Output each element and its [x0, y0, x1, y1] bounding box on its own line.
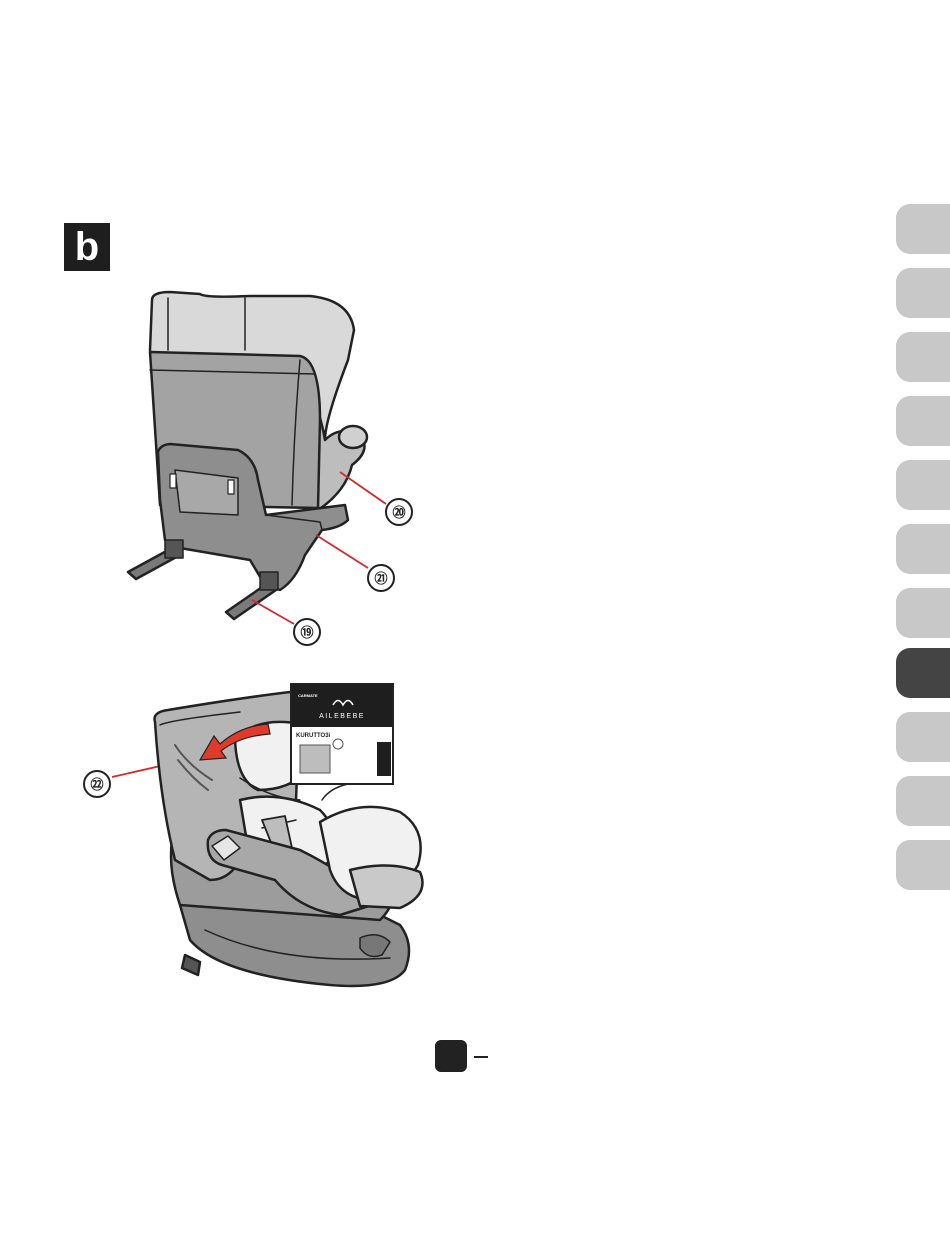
label-model: KURUTTO3i [296, 733, 331, 739]
page-number-box [435, 1040, 467, 1072]
page-dash [474, 1056, 488, 1058]
label-maker: CARMATE [298, 693, 318, 698]
label-brand: AILEBEBE [319, 713, 365, 720]
